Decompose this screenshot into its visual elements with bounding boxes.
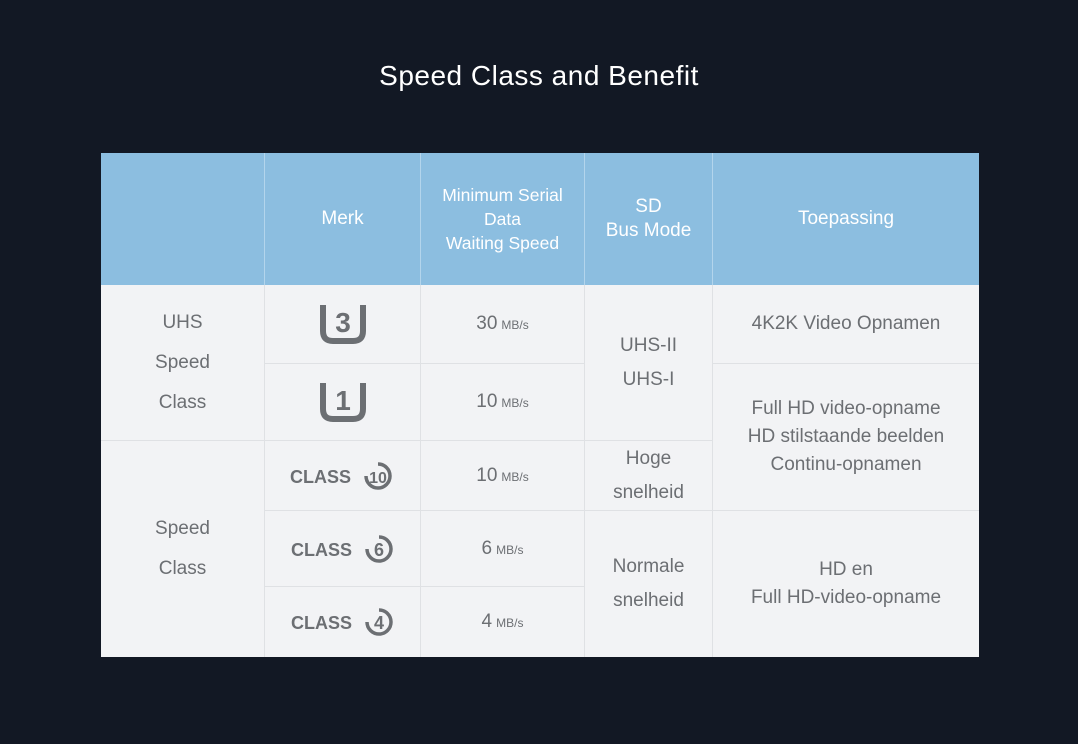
application-full-hd: Full HD video-opname HD stilstaande beel… — [713, 364, 979, 511]
application-hd: HD en Full HD-video-opname — [713, 511, 979, 657]
header-empty-cell — [101, 153, 265, 285]
speed-number: 10 — [476, 391, 498, 412]
bus-mode-line: snelheid — [613, 590, 684, 611]
speed-number: 30 — [476, 313, 498, 334]
uhs-3-icon-digit: 3 — [335, 307, 351, 338]
header-min-speed-line: Minimum Serial — [442, 185, 563, 205]
class-6-icon: CLASS 6 — [291, 534, 393, 563]
speed-unit: MB/s — [496, 616, 524, 630]
application-line: Full HD-video-opname — [750, 587, 942, 608]
class-10-icon: CLASS 10 — [290, 461, 392, 490]
bus-mode-line: snelheid — [613, 481, 684, 503]
class-4-icon-digit: 4 — [373, 613, 383, 633]
header-bus-mode: SD Bus Mode — [585, 153, 713, 285]
speed-class-table: Merk Minimum Serial Data Waiting Speed S… — [101, 153, 979, 657]
speed-unit: MB/s — [501, 318, 529, 332]
speed-number: 10 — [476, 464, 498, 486]
group-speed-class: Speed Class — [101, 441, 265, 657]
header-min-speed: Minimum Serial Data Waiting Speed — [421, 153, 585, 285]
group-label-line: Speed — [155, 518, 210, 539]
page-title: Speed Class and Benefit — [379, 60, 699, 91]
class-10-icon-word: CLASS — [290, 467, 351, 487]
application-line: Continu-opnamen — [770, 454, 922, 475]
uhs-1-icon: 1 — [319, 383, 366, 422]
bus-mode-uhs: UHS-II UHS-I — [585, 285, 713, 441]
application-line: HD stilstaande beelden — [747, 426, 945, 447]
class-4-logo-cell: CLASS 4 — [265, 587, 421, 657]
speed-number: 4 — [481, 611, 493, 632]
class-6-logo-cell: CLASS 6 — [265, 511, 421, 587]
header-brand: Merk — [265, 153, 421, 285]
class-6-icon-word: CLASS — [291, 540, 352, 560]
application-line: HD en — [819, 559, 873, 580]
bus-mode-line: UHS-I — [622, 368, 675, 390]
speed-unit: MB/s — [501, 396, 529, 410]
speed-unit: MB/s — [501, 469, 529, 484]
uhs-1-logo-cell: 1 — [265, 364, 421, 441]
speed-unit: MB/s — [496, 542, 524, 557]
class-6-icon-digit: 6 — [373, 540, 383, 560]
group-label-line: Class — [158, 391, 207, 413]
group-uhs-speed-class: UHS Speed Class — [101, 285, 265, 441]
bus-mode-line: UHS-II — [620, 334, 677, 356]
bus-mode-high-speed: Hoge snelheid — [585, 441, 713, 511]
group-label-line: UHS — [162, 311, 203, 333]
class-4-icon-word: CLASS — [291, 613, 352, 633]
uhs-3-logo-cell: 3 — [265, 285, 421, 364]
header-application: Toepassing — [713, 153, 979, 285]
header-min-speed-line: Data — [484, 209, 521, 229]
bus-mode-line: Normale — [612, 556, 685, 577]
header-bus-mode-line: Bus Mode — [605, 220, 692, 241]
speed-number: 6 — [481, 537, 493, 559]
bus-mode-normal-speed: Normale snelheid — [585, 511, 713, 657]
class-4-icon: CLASS 4 — [291, 608, 393, 636]
application-4k: 4K2K Video Opnamen — [713, 285, 979, 364]
group-label-line: Speed — [155, 351, 210, 373]
group-label-line: Class — [158, 558, 207, 579]
header-min-speed-line: Waiting Speed — [445, 233, 560, 253]
header-bus-mode-line: SD — [635, 196, 662, 217]
bus-mode-line: Hoge — [625, 447, 672, 469]
class-10-icon-digit: 10 — [369, 470, 387, 487]
application-line: Full HD video-opname — [751, 398, 941, 419]
class-10-logo-cell: CLASS 10 — [265, 441, 421, 511]
uhs-3-icon: 3 — [319, 305, 366, 344]
uhs-1-icon-digit: 1 — [335, 385, 351, 416]
